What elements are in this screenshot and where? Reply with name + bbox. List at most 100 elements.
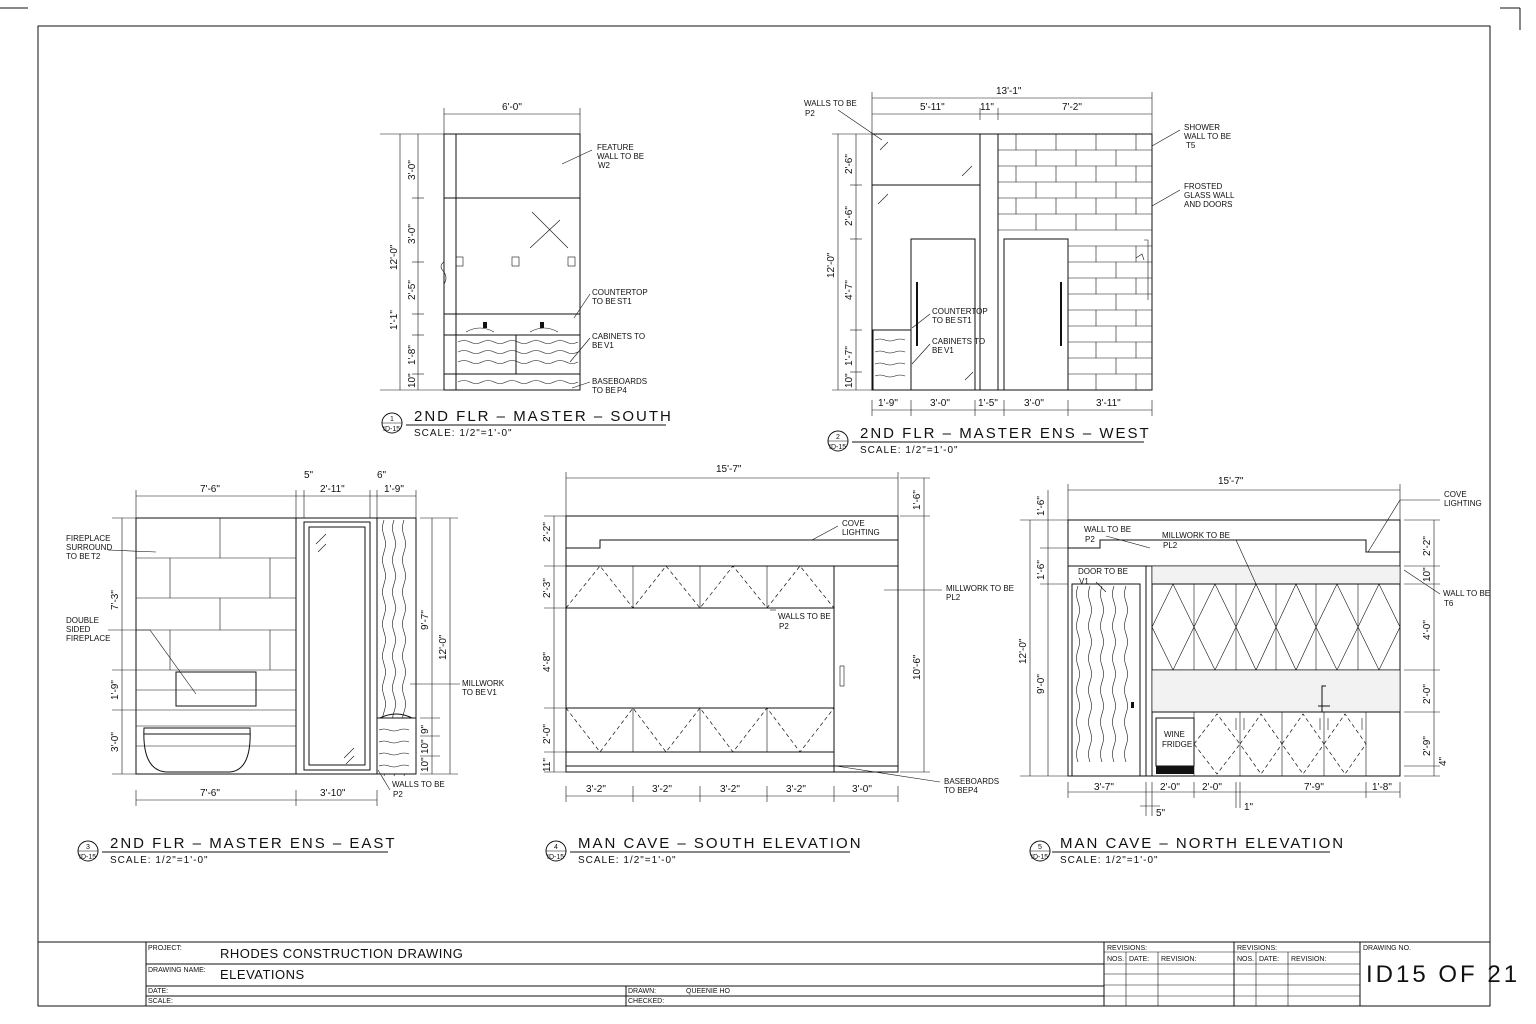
- tb-scale-label: SCALE:: [148, 998, 173, 1005]
- v4-note-cove-1: COVE: [842, 519, 865, 528]
- v4-sheet: ID-15: [547, 854, 564, 861]
- v5-note-wall-tag: P2: [1085, 535, 1095, 544]
- v2-note-counter-tag: ST1: [957, 316, 972, 325]
- tb-revision-col-1: REVISION:: [1161, 956, 1196, 963]
- v2-note-walls-tag: P2: [805, 109, 815, 118]
- v1-dim-top: 6'-0": [502, 102, 522, 113]
- v1-note-base-2: TO BE: [592, 386, 616, 395]
- v5-dim-b4: 7'-9": [1304, 782, 1324, 793]
- v3-dim-b2: 3'-10": [320, 788, 346, 799]
- v3-note-walls-tag: P2: [393, 790, 403, 799]
- v2-dim-v1: 2'-6": [844, 154, 855, 174]
- v1-note-cab-1: CABINETS TO: [592, 332, 645, 341]
- v5-dim-r4: 2'-0": [1422, 684, 1433, 704]
- v5-number: 5: [1038, 844, 1042, 851]
- tb-drawn-label: DRAWN:: [628, 988, 656, 995]
- v3-dim-t2: 5": [304, 470, 314, 481]
- sheet-border: [0, 7, 1521, 1007]
- v1-note-cab-2: BE: [592, 341, 603, 350]
- v1-note-feature-tag: W2: [598, 161, 611, 170]
- v1-note-cab-tag: V1: [604, 341, 614, 350]
- v3-note-fire-3: TO BE: [66, 552, 90, 561]
- view-5-man-cave-north: [1020, 484, 1441, 816]
- v3-dim-v1: 7'-3": [110, 590, 121, 610]
- v4-dim-tr: 1'-6": [912, 490, 923, 510]
- v5-scale: SCALE: 1/2"=1'-0": [1060, 855, 1159, 866]
- v5-dim-top: 15'-7": [1218, 476, 1244, 487]
- v1-scale: SCALE: 1/2"=1'-0": [414, 428, 513, 439]
- v2-scale: SCALE: 1/2"=1'-0": [860, 445, 959, 456]
- tb-date-col-1: DATE:: [1129, 956, 1149, 963]
- v5-note-wall-1: WALL TO BE: [1084, 525, 1131, 534]
- v2-note-walls-1: WALLS TO BE: [804, 99, 857, 108]
- v5-note-cove-1: COVE: [1444, 490, 1467, 499]
- view-4-man-cave-south: [544, 472, 942, 802]
- v3-note-double-1: DOUBLE: [66, 616, 99, 625]
- v1-title: 2ND FLR – MASTER – SOUTH: [414, 408, 673, 425]
- v5-dim-r3: 4'-0": [1422, 620, 1433, 640]
- v4-dim-b4: 3'-2": [786, 784, 806, 795]
- v4-dim-v1: 2'-2": [542, 522, 553, 542]
- v3-note-fire-2: SURROUND: [66, 543, 112, 552]
- v2-note-glass-2: GLASS WALL: [1184, 191, 1235, 200]
- v4-dim-b3: 3'-2": [720, 784, 740, 795]
- v5-note-door-1: DOOR TO BE: [1078, 567, 1128, 576]
- v5-note-mill-1: MILLWORK TO BE: [1162, 531, 1230, 540]
- v3-note-mill-1: MILLWORK: [462, 679, 505, 688]
- v1-dim-v5: 1'-8": [407, 345, 418, 365]
- v5-note-wine-2: FRIDGE: [1162, 740, 1192, 749]
- v2-note-counter-2: TO BE: [932, 316, 956, 325]
- v2-dim-t3: 7'-2": [1062, 102, 1082, 113]
- v2-title: 2ND FLR – MASTER ENS – WEST: [860, 425, 1151, 442]
- v2-note-cab-1: CABINETS TO: [932, 337, 985, 346]
- v2-note-glass-3: AND DOORS: [1184, 200, 1232, 209]
- v4-note-walls-tag: P2: [779, 622, 789, 631]
- v3-note-walls-1: WALLS TO BE: [392, 780, 445, 789]
- tb-date-col-2: DATE:: [1259, 956, 1279, 963]
- tb-project-label: PROJECT:: [148, 945, 182, 952]
- v4-dim-r1: 10'-6": [912, 654, 923, 680]
- v1-dim-v4: 1'-1": [389, 310, 400, 330]
- v5-dim-r1: 2'-2": [1422, 536, 1433, 556]
- v5-note-wall2-tag: T6: [1444, 599, 1454, 608]
- v5-dim-b2: 2'-0": [1160, 782, 1180, 793]
- v5-dim-r2: 10": [1422, 567, 1433, 582]
- v3-number: 3: [86, 844, 90, 851]
- v2-dim-b1: 1'-9": [878, 398, 898, 409]
- v1-sheet: ID-15: [383, 426, 400, 433]
- v3-dim-t1: 7'-6": [200, 484, 220, 495]
- v2-dim-top: 13'-1": [996, 86, 1022, 97]
- v1-note-feature-2: WALL TO BE: [597, 152, 644, 161]
- v4-note-base-2: TO BE: [944, 786, 968, 795]
- tb-drawing-no-label: DRAWING NO.: [1363, 945, 1411, 952]
- v4-dim-v5: 11": [542, 758, 553, 772]
- v3-note-mill-2: TO BE: [462, 688, 486, 697]
- view-1-master-south: [380, 108, 593, 391]
- v2-note-shower-2: WALL TO BE: [1184, 132, 1231, 141]
- v3-dim-r5: 9": [420, 724, 431, 734]
- v1-dim-v2: 3'-0": [407, 224, 418, 244]
- v3-dim-t3: 2'-11": [320, 484, 345, 495]
- v3-dim-t4: 6": [377, 470, 387, 481]
- v3-scale: SCALE: 1/2"=1'-0": [110, 855, 209, 866]
- v3-dim-b1: 7'-6": [200, 788, 220, 799]
- v4-dim-v4: 2'-0": [542, 724, 553, 744]
- v2-dim-total: 12'-0": [826, 252, 837, 278]
- tb-drawing-name-label: DRAWING NAME:: [148, 967, 206, 974]
- tb-project: RHODES CONSTRUCTION DRAWING: [220, 946, 463, 961]
- v4-dim-b5: 3'-0": [852, 784, 872, 795]
- v3-dim-r1: 9'-7": [420, 610, 431, 630]
- v2-note-glass-1: FROSTED: [1184, 182, 1222, 191]
- v1-note-counter-tag: ST1: [617, 297, 632, 306]
- v1-note-counter-2: TO BE: [592, 297, 616, 306]
- v1-dim-total: 12'-0": [389, 244, 400, 270]
- v2-dim-b4: 3'-0": [1024, 398, 1044, 409]
- v4-note-base-1: BASEBOARDS: [944, 777, 999, 786]
- v5-dim-b6: 5": [1156, 808, 1166, 819]
- v2-note-shower-1: SHOWER: [1184, 123, 1220, 132]
- v3-note-double-3: FIREPLACE: [66, 634, 110, 643]
- tb-nos-label-1: NOS.: [1107, 956, 1124, 963]
- v3-dim-r2: 12'-0": [438, 634, 449, 660]
- tb-drawing-name: ELEVATIONS: [220, 967, 305, 982]
